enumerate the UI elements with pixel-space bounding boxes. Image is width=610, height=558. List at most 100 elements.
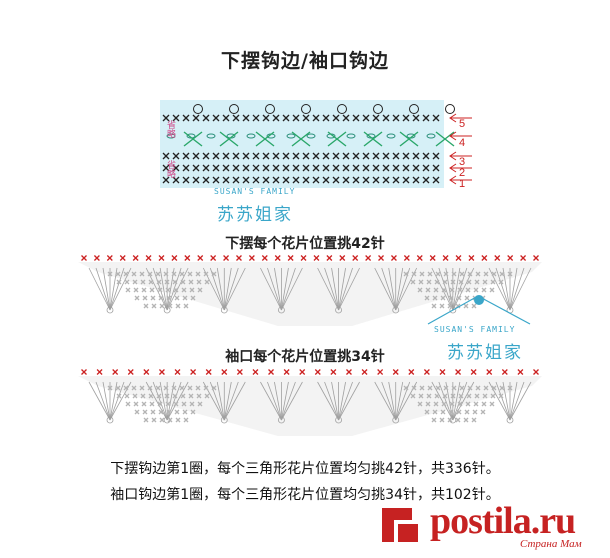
sc-stitch (352, 152, 360, 160)
grid-stitch (167, 417, 173, 423)
grid-stitch (463, 303, 469, 309)
grid-stitch (410, 279, 416, 285)
grid-stitch (427, 385, 433, 391)
top-row-stitch (455, 369, 462, 375)
grid-stitch (125, 287, 131, 293)
sc-stitch (302, 176, 310, 184)
grid-stitch (158, 295, 164, 301)
lace-stitch (509, 381, 532, 421)
sc-stitch (272, 152, 280, 160)
grid-stitch (448, 295, 454, 301)
grid-stitch (115, 271, 121, 277)
grid-stitch (490, 393, 496, 399)
sc-stitch (242, 152, 250, 160)
dc-stitch (399, 131, 419, 147)
sc-stitch (282, 114, 290, 122)
grid-stitch (150, 295, 156, 301)
sc-stitch (372, 114, 380, 122)
top-row-stitch (190, 369, 197, 375)
lace-ring (335, 416, 342, 424)
chain-stitch (346, 133, 356, 139)
grid-stitch (449, 287, 455, 293)
sc-stitch (172, 176, 180, 184)
sc-stitch (422, 114, 430, 122)
chain-stitch (386, 133, 396, 139)
grid-stitch (124, 393, 130, 399)
sc-stitch (402, 152, 410, 160)
sc-stitch (192, 152, 200, 160)
sc-stitch (262, 164, 270, 172)
grid-stitch (180, 393, 186, 399)
lace-stitch (374, 267, 397, 311)
grid-stitch (419, 385, 425, 391)
lace-stitch (281, 267, 303, 311)
lace-stitch (388, 381, 397, 421)
top-row-stitch (429, 255, 436, 261)
grid-stitch (447, 417, 453, 423)
sc-stitch (232, 176, 240, 184)
grid-stitch (157, 287, 163, 293)
grid-stitch (434, 393, 440, 399)
grid-stitch (466, 279, 472, 285)
top-row-stitch (261, 255, 268, 261)
grid-stitch (143, 417, 149, 423)
lace-stitch (395, 381, 404, 421)
grid-stitch (133, 287, 139, 293)
sc-stitch (422, 176, 430, 184)
grid-stitch (442, 279, 448, 285)
sc-stitch (292, 114, 300, 122)
grid-stitch (507, 385, 513, 391)
grid-stitch (441, 287, 447, 293)
lace-stitch (502, 267, 511, 311)
grid-stitch (156, 279, 162, 285)
lace-ring (392, 416, 400, 424)
sc-stitch (362, 164, 370, 172)
grid-stitch (456, 295, 462, 301)
grid-stitch (124, 279, 130, 285)
grid-stitch (147, 271, 153, 277)
grid-stitch (158, 409, 164, 415)
lace-stitch (338, 267, 346, 311)
grid-stitch (174, 409, 180, 415)
top-row-stitch (416, 255, 423, 261)
lace-stitch (381, 267, 397, 311)
top-row-stitch (377, 369, 384, 375)
sc-stitch (272, 114, 280, 122)
grid-stitch (458, 393, 464, 399)
sc-stitch (382, 152, 390, 160)
top-row-stitch (408, 369, 415, 375)
grid-stitch (149, 287, 155, 293)
grid-stitch (459, 271, 465, 277)
lace-stitch (381, 381, 397, 421)
row-label-2: 2 (459, 167, 466, 179)
lace-stitch (267, 381, 282, 421)
lace-stitch (331, 267, 339, 311)
grid-stitch (125, 401, 131, 407)
lace-stitch (317, 381, 339, 421)
sc-stitch (222, 114, 230, 122)
grid-stitch (433, 401, 439, 407)
row-arrow-head (449, 163, 457, 173)
sc-stitch (282, 176, 290, 184)
grid-stitch (471, 417, 477, 423)
grid-stitch (483, 271, 489, 277)
lace-stitch (267, 267, 282, 311)
top-row-stitch (236, 255, 242, 261)
top-row-stitch (127, 369, 134, 375)
sc-stitch (262, 176, 270, 184)
page-title: 下摆钩边/袖口钩边 (221, 50, 389, 72)
sc-stitch (332, 152, 340, 160)
grid-stitch (491, 385, 497, 391)
dc-stitch (255, 131, 275, 147)
sc-stitch (202, 114, 210, 122)
grid-stitch (424, 409, 430, 415)
sc-stitch (392, 152, 400, 160)
grid-stitch (474, 393, 480, 399)
grid-stitch (441, 401, 447, 407)
grid-stitch (480, 409, 486, 415)
grid-stitch (173, 401, 179, 407)
sc-stitch (432, 176, 440, 184)
sc-stitch (162, 152, 170, 160)
grid-stitch (190, 295, 196, 301)
lace-ring (278, 306, 285, 314)
